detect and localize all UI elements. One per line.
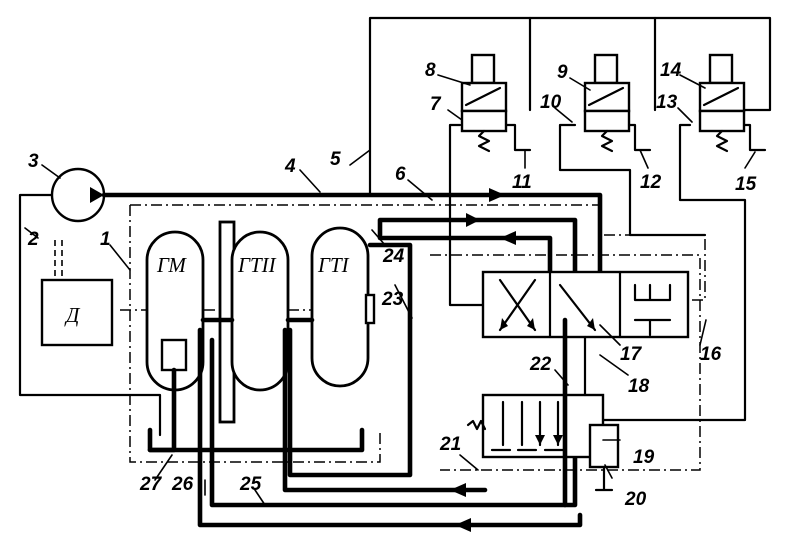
- callout-26: 26: [171, 474, 194, 495]
- callout-16: 16: [700, 344, 722, 365]
- pressure-arrow: [489, 188, 505, 202]
- engine-label: Д: [64, 303, 81, 327]
- callout-20: 20: [624, 489, 647, 510]
- tank-gm-label: ГМ: [156, 253, 187, 277]
- pump-27: [160, 338, 188, 372]
- callout-9: 9: [557, 62, 568, 83]
- callout-19: 19: [633, 447, 655, 468]
- callout-2: 2: [27, 229, 39, 250]
- pilot-line-7: [448, 123, 485, 307]
- distributor-17: [481, 270, 690, 339]
- callout-25: 25: [239, 474, 262, 495]
- callout-10: 10: [540, 92, 562, 113]
- return-line-inner: [282, 327, 488, 493]
- solenoid-valve-14: [698, 53, 767, 153]
- supply-arrow: [466, 213, 480, 227]
- callout-6: 6: [395, 164, 406, 185]
- pilot-line-13: [598, 123, 747, 422]
- drain-line-2: [18, 193, 162, 437]
- pilot-line-5: [368, 16, 657, 197]
- return-line-left: [147, 427, 365, 453]
- line-23: [287, 242, 413, 478]
- line-24-arrow: [500, 231, 516, 245]
- tank-gt1: ГТI: [310, 226, 376, 388]
- callout-8: 8: [425, 60, 436, 81]
- engine-dash-link: [54, 240, 63, 280]
- return-arrow-26: [455, 518, 471, 532]
- callout-17: 17: [620, 344, 643, 365]
- callout-4: 4: [284, 156, 296, 177]
- callout-15: 15: [735, 174, 757, 195]
- return-line-26: [197, 327, 583, 528]
- valve-block-outline: [430, 254, 701, 471]
- solenoid-valve-9: [583, 53, 652, 153]
- callout-leaders: [24, 74, 756, 506]
- tank-gm: ГМ: [145, 230, 205, 392]
- callout-21: 21: [439, 434, 461, 455]
- callout-12: 12: [640, 172, 662, 193]
- return-arrow-25: [450, 483, 466, 497]
- callout-18: 18: [628, 376, 650, 397]
- callout-11: 11: [512, 172, 532, 193]
- tank-gt1-label: ГТI: [317, 253, 350, 277]
- pilot-line-10: [558, 123, 707, 237]
- tank-gt2-label: ГТII: [237, 253, 277, 277]
- callout-7: 7: [430, 94, 442, 115]
- callout-labels: 1 2 3 4 5 6 7 8 9 10 11 12 13 14 15 16 1…: [27, 60, 757, 510]
- callout-22: 22: [529, 354, 552, 375]
- pilot-line-loop-14: [653, 16, 772, 112]
- engine-block: [40, 278, 114, 347]
- callout-5: 5: [330, 149, 341, 170]
- solenoid-valve-8: [460, 53, 532, 153]
- valve-19: [588, 423, 620, 469]
- housing-outline-left: [129, 205, 381, 463]
- callout-23: 23: [381, 289, 404, 310]
- callout-27: 27: [139, 474, 163, 495]
- pressure-line-4: [101, 192, 603, 293]
- callout-3: 3: [28, 151, 39, 172]
- callout-24: 24: [382, 246, 405, 267]
- distributor-21: [466, 393, 620, 492]
- callout-1: 1: [100, 229, 111, 250]
- callout-14: 14: [660, 60, 682, 81]
- pump-arrow: [90, 187, 104, 203]
- callout-13: 13: [656, 92, 678, 113]
